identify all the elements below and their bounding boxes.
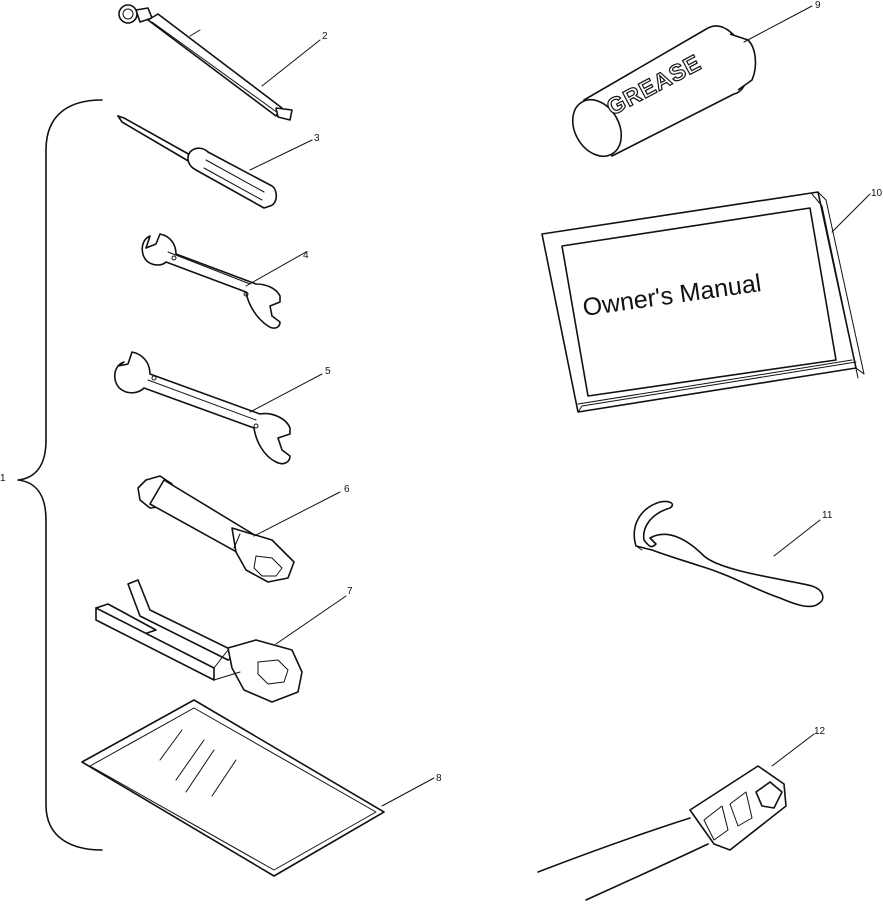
callout-12: 12 xyxy=(814,726,826,737)
tool-holder: 7 xyxy=(95,579,353,703)
tether-switch: 12 xyxy=(537,726,826,901)
callout-8: 8 xyxy=(436,773,442,784)
tool-bag: 8 xyxy=(81,699,442,877)
callout-4: 4 xyxy=(303,250,309,261)
callout-9: 9 xyxy=(815,0,821,11)
wrench-large: 5 xyxy=(113,351,331,465)
spark-plug-socket: 6 xyxy=(137,475,350,583)
callout-5: 5 xyxy=(325,366,331,377)
screwdriver: 3 xyxy=(117,115,320,209)
spanner-wrench: 11 xyxy=(633,500,833,608)
callout-2: 2 xyxy=(322,31,328,42)
callout-6: 6 xyxy=(344,484,350,495)
owners-manual: Owner's Manual 10 xyxy=(541,188,883,413)
callout-7: 7 xyxy=(347,586,353,597)
wrench-small: 4 xyxy=(141,233,309,329)
callout-3: 3 xyxy=(314,133,320,144)
callout-1: 1 xyxy=(0,473,6,484)
callout-10: 10 xyxy=(871,188,883,199)
callout-11: 11 xyxy=(822,510,833,521)
grease-tube: GREASE 9 xyxy=(571,0,821,158)
tire-pressure-gauge: 2 xyxy=(118,4,328,121)
tool-kit-bracket: 1 xyxy=(0,99,103,851)
